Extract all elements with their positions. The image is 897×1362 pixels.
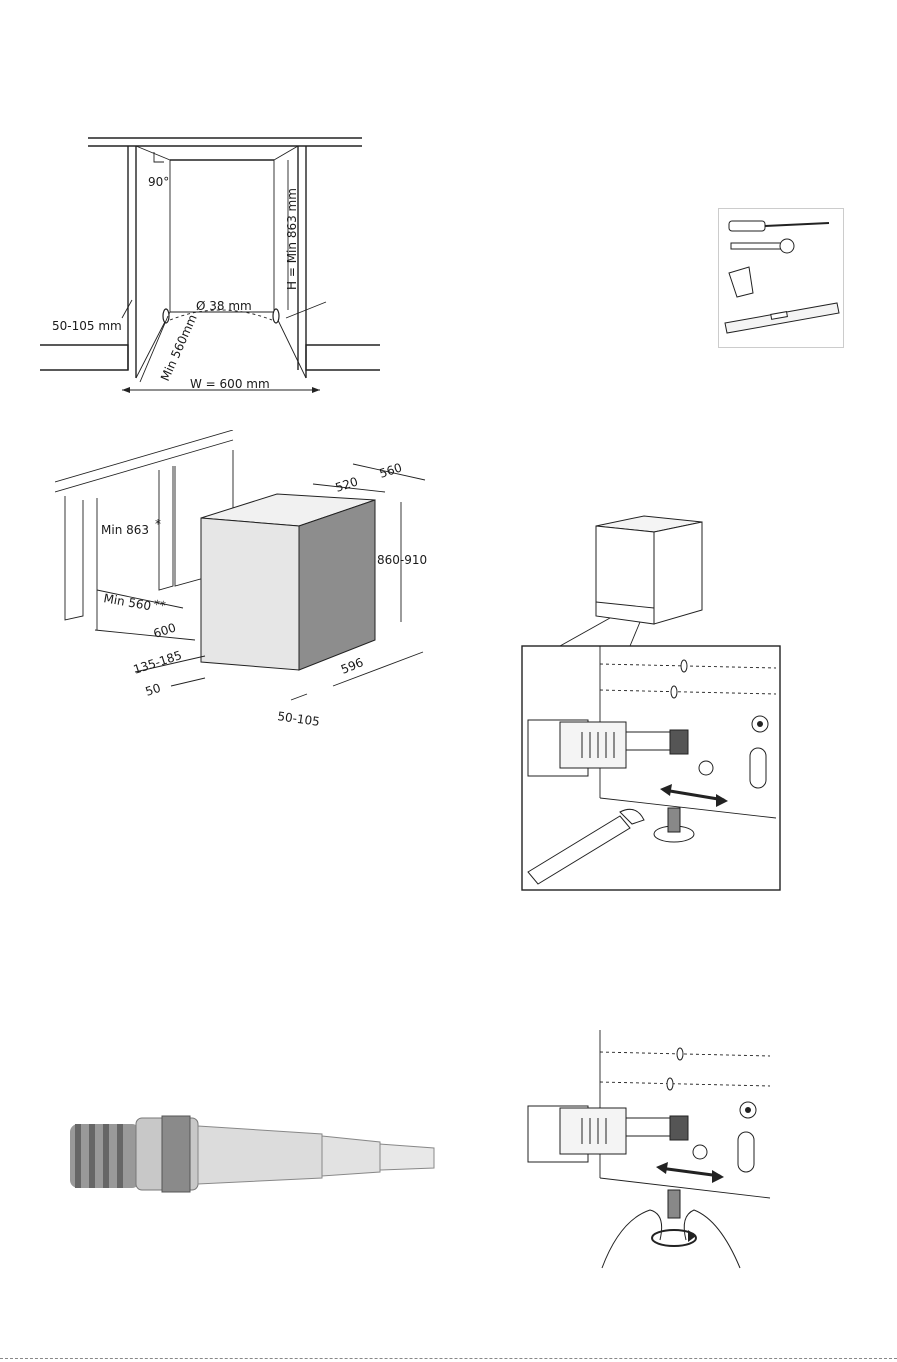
dishwasher-body <box>201 494 375 670</box>
spirit-level-icon <box>725 303 839 333</box>
tape-icon <box>729 267 753 297</box>
hose-photo <box>62 1110 442 1196</box>
depth-520-label: 520 <box>334 474 360 494</box>
dishwasher-icon <box>596 516 702 624</box>
page-bottom-rule <box>0 1358 897 1359</box>
min-depth-label: Min 560 <box>102 591 152 613</box>
wrench-icon <box>731 239 794 253</box>
door-gap-label: 50-105 <box>277 709 321 729</box>
tools-illustration <box>718 208 844 348</box>
depth-560-label: 560 <box>378 460 404 480</box>
min-height-mark: * <box>155 517 161 531</box>
height-range-label: 860-910 <box>377 553 427 567</box>
hole-label: Ø 38 mm <box>196 299 252 313</box>
dimensions-diagram: Min 863 * Min 560 ** 600 135-185 50 50-1… <box>55 430 445 730</box>
depth-596-label: 596 <box>339 655 365 677</box>
height-label: H = Min 863 mm <box>285 188 299 290</box>
hand-icon <box>602 1210 740 1268</box>
foot-adjust-diagram <box>520 512 782 892</box>
niche-diagram: 90° H = Min 863 mm 50-105 mm Ø 38 mm Min… <box>40 130 380 400</box>
screwdriver-icon <box>729 221 829 231</box>
min-height-label: Min 863 <box>101 523 149 537</box>
width-label: W = 600 mm <box>190 377 270 391</box>
offset-50-label: 50 <box>144 681 163 699</box>
hand-adjust-diagram <box>520 1030 782 1270</box>
side-gap-label: 50-105 mm <box>52 319 122 333</box>
drain-hose-icon <box>70 1116 434 1192</box>
plinth-label: 135-185 <box>132 648 184 677</box>
min-depth-mark: ** <box>152 597 166 613</box>
angle-label: 90° <box>148 175 169 189</box>
